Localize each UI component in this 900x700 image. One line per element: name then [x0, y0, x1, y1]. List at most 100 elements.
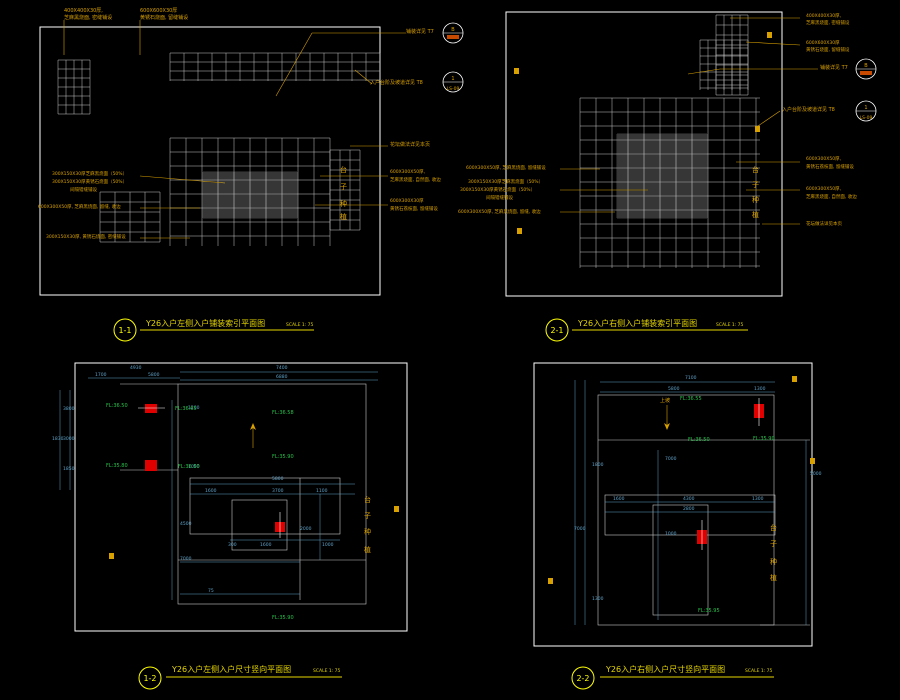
dim-mid-3: 2800 — [683, 506, 695, 512]
label-right-b2: 黄锈石烧面, 留缝铺设 — [806, 46, 850, 53]
vertical-label-2: 子 — [340, 183, 347, 191]
elevation-label: FL:35.90 — [753, 436, 775, 442]
label-left-d: 间隔错缝铺设 — [486, 194, 513, 201]
dim-left-2: 7000 — [574, 526, 586, 532]
north-arrow-icon — [250, 423, 256, 448]
label-top-left-1: 400X400X30厚, — [64, 8, 103, 14]
elevation-marker-icon — [275, 512, 285, 538]
label-left-4: 600X300X50厚, 芝麻黑烧面, 留缝, 收边 — [38, 203, 121, 210]
elevation-label: FL:35.90 — [272, 615, 294, 621]
view-2-1: 400X400X30厚, 芝麻黑烧面, 密缝铺设 600X600X30厚 黄锈石… — [458, 11, 877, 342]
label-right-b1: 600X600X30厚 — [806, 40, 840, 46]
dim-mid-4: 1300 — [752, 496, 764, 502]
view-1-2-title: 1-2 Y26入户左侧入户尺寸竖向平面图 SCALE 1: 75 — [138, 664, 342, 690]
label-left-3: 间隔错缝铺设 — [70, 186, 97, 193]
label-right-5b: 黄锈石荔枝面, 留缝铺设 — [390, 205, 438, 212]
leader-lines — [560, 17, 818, 225]
paving-grid — [57, 52, 381, 246]
dim-top-1: 7100 — [685, 375, 697, 381]
label-right-c: 铺装详见 T7 — [820, 64, 848, 71]
svg-text:LS-09: LS-09 — [860, 115, 873, 121]
dim-left-4: 1850 — [63, 466, 75, 472]
index-circle-icon: B — [855, 58, 877, 80]
vertical-label-4: 植 — [770, 573, 777, 582]
label-right-4b: 芝麻黑烧面, 自然面, 收边 — [390, 176, 441, 183]
dim-left-3: 1300 — [592, 596, 604, 602]
annotation-squares — [109, 32, 815, 584]
plan-outline — [597, 394, 810, 626]
view-scale: SCALE 1: 75 — [745, 668, 773, 674]
label-right-3: 花坛做法详见本页 — [390, 141, 430, 148]
dim-bottom-1: 4500 — [180, 521, 192, 527]
dim-left-1: 1800 — [592, 462, 604, 468]
vertical-label-3: 种 — [364, 527, 371, 536]
view-title: Y26入户右侧入户尺寸竖向平面图 — [605, 664, 725, 674]
label-right-g: 花坛做法详见本页 — [806, 220, 842, 227]
view-number: 1-2 — [143, 674, 156, 683]
dim-left-1: 1830 — [52, 436, 64, 442]
dim-left-3: 3000 — [63, 436, 75, 442]
elevation-label: FL:36.65 — [175, 406, 197, 412]
dim-top-3: 7400 — [276, 365, 288, 371]
label-right-d: 入户台阶及坡道详见 T8 — [782, 106, 835, 113]
index-circle-icon: 1 LS-09 — [855, 100, 877, 122]
vertical-label-2: 子 — [364, 512, 371, 520]
view-2-2: 7100 5800 1300 1600 4300 2800 1300 1800 … — [533, 362, 822, 690]
dim-bottom-6: 1000 — [322, 542, 334, 548]
label-right-e2: 黄锈石荔枝面, 留缝铺设 — [806, 163, 854, 170]
label-left-2: 300X150X30厚黄锈石烧面（50%） — [52, 178, 127, 185]
view-1-1: 400X400X30厚, 芝麻黑烧面, 密缝铺设 600X600X30厚 黄锈石… — [38, 8, 464, 342]
vertical-label-3: 种 — [340, 199, 347, 208]
svg-text:B: B — [451, 27, 455, 33]
dim-mid-4: 1100 — [316, 488, 328, 494]
dim-left-5: 1000 — [665, 531, 677, 537]
view-1-2-frame — [74, 362, 408, 632]
elevation-label: FL:35.80 — [106, 463, 128, 469]
label-left-c: 300X150X30厚黄锈石烧面（50%） — [460, 186, 535, 193]
vertical-label-2: 子 — [770, 540, 777, 548]
vertical-label-3: 种 — [752, 195, 759, 204]
vertical-label-3: 种 — [770, 557, 777, 566]
paving-grid — [579, 14, 760, 268]
svg-text:B: B — [864, 63, 868, 69]
index-circle-icon: B — [442, 22, 464, 44]
vertical-label-1: 台 — [770, 523, 777, 532]
view-number: 2-2 — [576, 674, 589, 683]
label-left-e: 600X300X50厚, 芝麻黑烧面, 留缝, 收边 — [458, 208, 541, 215]
elevation-marker-icon — [754, 398, 764, 426]
view-title: Y26入户左侧入户铺装索引平面图 — [145, 318, 265, 328]
label-right-a1: 400X400X30厚, — [806, 13, 841, 19]
label-right-2: 入户台阶及坡道详见 T8 — [370, 79, 423, 86]
vertical-label-1: 台 — [752, 165, 759, 174]
index-circle-icon: 1 LS-09 — [442, 71, 464, 93]
elevation-label: FL:36.50 — [688, 437, 710, 443]
elevation-label: FL:35.95 — [698, 608, 720, 614]
view-1-2: 1700 5800 7400 4930 6880 1830 3800 3000 … — [52, 362, 408, 690]
view-1-1-frame — [39, 26, 381, 296]
elevation-label: FL:36.55 — [680, 396, 702, 402]
dimension-lines — [574, 380, 807, 625]
dim-bottom-4: 1600 — [260, 542, 272, 548]
elevation-label: FL:36.50 — [178, 464, 200, 470]
view-2-2-frame — [533, 362, 813, 647]
view-1-1-title: 1-1 Y26入户左侧入户铺装索引平面图 SCALE 1: 75 — [113, 318, 314, 342]
label-right-f2: 芝麻黑烧面, 自然面, 收边 — [806, 193, 857, 200]
label-top-mid-1: 600X600X30厚 — [140, 8, 177, 14]
label-right-e1: 600X300X50厚, — [806, 156, 841, 162]
label-right-1: 铺装详见 T7 — [406, 28, 434, 35]
dim-mid-2: 4300 — [683, 496, 695, 502]
dim-bottom-7: 75 — [208, 588, 214, 594]
elevation-marker-icon — [145, 460, 157, 471]
vertical-label-1: 台 — [340, 165, 347, 174]
elevation-marker-icon — [697, 520, 707, 550]
view-number: 1-1 — [118, 326, 131, 335]
label-right-5a: 600X300X30厚 — [390, 198, 424, 204]
dim-top-5: 6880 — [276, 374, 288, 380]
dim-mid-5: 1200 — [188, 405, 200, 411]
up-slope-label: 上坡 — [660, 397, 670, 404]
view-title: Y26入户右侧入户铺装索引平面图 — [577, 318, 697, 328]
dim-left-2: 3800 — [63, 406, 75, 412]
label-right-4a: 600X300X50厚, — [390, 169, 425, 175]
label-right-a2: 芝麻黑烧面, 密缝铺设 — [806, 19, 850, 26]
